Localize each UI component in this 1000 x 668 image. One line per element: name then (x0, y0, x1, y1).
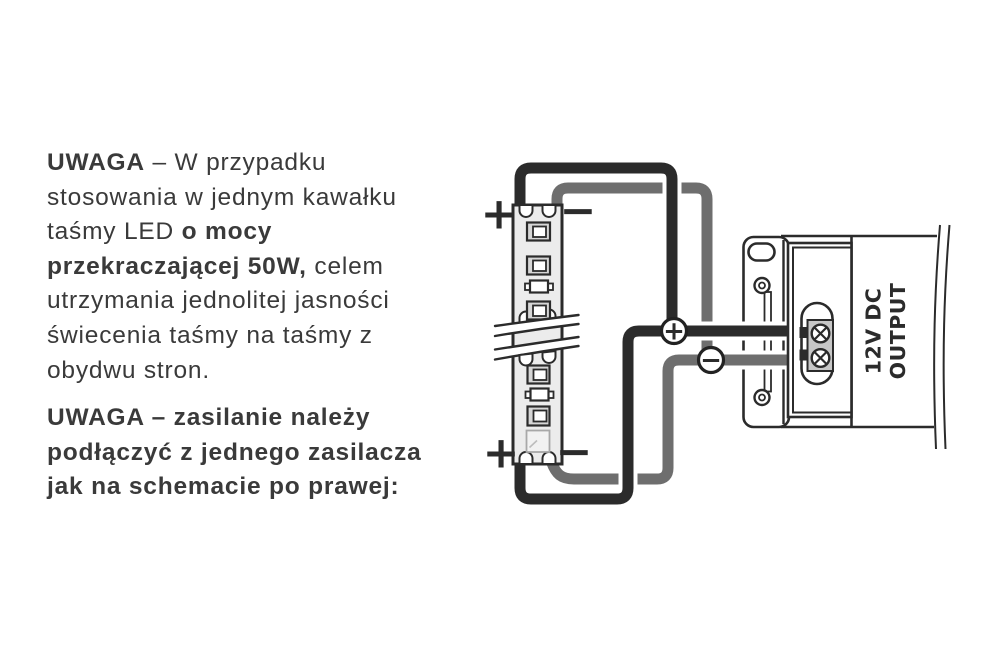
polarity-plus-bottom: + (483, 428, 520, 479)
polarity-minus-top: − (560, 186, 597, 237)
wire-negative-bottom (546, 354, 801, 485)
strip-break (493, 313, 580, 361)
note-paragraph-2: UWAGA – zasilanie należy podłączyć z jed… (47, 401, 487, 505)
psu-label-voltage: 12V DC (862, 288, 886, 375)
note-emphasis: UWAGA – zasilanie należy (47, 404, 371, 432)
note-text: utrzymania jednolitej jasności (47, 287, 390, 315)
note-line: taśmy LED o mocy (47, 218, 272, 245)
instruction-text: UWAGA – W przypadku stosowania w jednym … (47, 146, 487, 505)
note-text: obydwu stron. (47, 356, 210, 384)
note-line: utrzymania jednolitej jasności (47, 287, 390, 314)
polarity-plus-top: + (481, 189, 518, 240)
led-chip (525, 255, 552, 276)
note-line: podłączyć z jednego zasilacza (47, 439, 422, 466)
terminal-screw-icon (810, 323, 831, 344)
note-text: taśmy LED (47, 218, 182, 246)
minus-node-icon: − (700, 346, 722, 376)
note-line: stosowania w jednym kawałku (47, 184, 397, 211)
note-emphasis: UWAGA (47, 149, 145, 176)
wire-positive (510, 158, 805, 509)
psu-mount-slot (747, 242, 776, 262)
solder-pad (541, 451, 557, 465)
psu-clamp (753, 276, 772, 407)
note-line: obydwu stron. (47, 357, 210, 384)
solder-pad (541, 349, 557, 364)
strip-polarity-labels: + − + − (481, 186, 597, 479)
psu-terminal-block (799, 301, 834, 386)
minus-node: − (696, 346, 726, 376)
psu-break-lines (933, 224, 951, 450)
note-text: – W przypadku (144, 149, 327, 176)
note-text: stosowania w jednym kawałku (47, 183, 397, 211)
led-chip (526, 364, 551, 385)
note-line: jak na schemacie po prawej: (47, 473, 400, 500)
psu-label-output: OUTPUT (886, 283, 910, 380)
led-chip (526, 405, 551, 427)
note-line: UWAGA – W przypadku (47, 149, 326, 176)
polarity-minus-bottom: − (556, 427, 593, 478)
note-emphasis: o mocy (181, 218, 273, 246)
solder-pad (518, 451, 534, 465)
psu-label: 12V DC OUTPUT (862, 283, 911, 380)
solder-pad (541, 204, 557, 218)
wire-positive-bottom (514, 325, 801, 505)
plus-node: + (659, 317, 689, 347)
note-text: celem (306, 252, 384, 280)
note-line: przekraczającej 50W, celem (47, 253, 384, 280)
note-line: UWAGA – zasilanie należy (47, 404, 370, 431)
power-supply: 12V DC OUTPUT (781, 224, 951, 450)
resistor-chip (524, 387, 555, 402)
led-chip (525, 300, 552, 321)
wire-negative-top (551, 182, 713, 355)
led-chip (525, 221, 552, 242)
led-strip (493, 203, 580, 466)
plus-node-icon: + (663, 317, 685, 347)
wire-positive-top (514, 162, 678, 337)
note-line: świecenia taśmy na taśmy z (47, 322, 373, 349)
terminal-screw-icon (810, 348, 831, 369)
resistor-chip (524, 279, 554, 294)
note-emphasis: podłączyć z jednego zasilacza (47, 438, 422, 466)
wire-negative (542, 178, 805, 489)
solder-pad (518, 204, 534, 218)
note-emphasis: jak na schemacie po prawej: (47, 473, 400, 501)
note-text: świecenia taśmy na taśmy z (47, 321, 373, 349)
note-paragraph-1: UWAGA – W przypadku stosowania w jednym … (47, 146, 487, 388)
led-chip (525, 429, 551, 453)
solder-pad (518, 352, 534, 367)
note-emphasis: przekraczającej 50W, (47, 252, 307, 280)
